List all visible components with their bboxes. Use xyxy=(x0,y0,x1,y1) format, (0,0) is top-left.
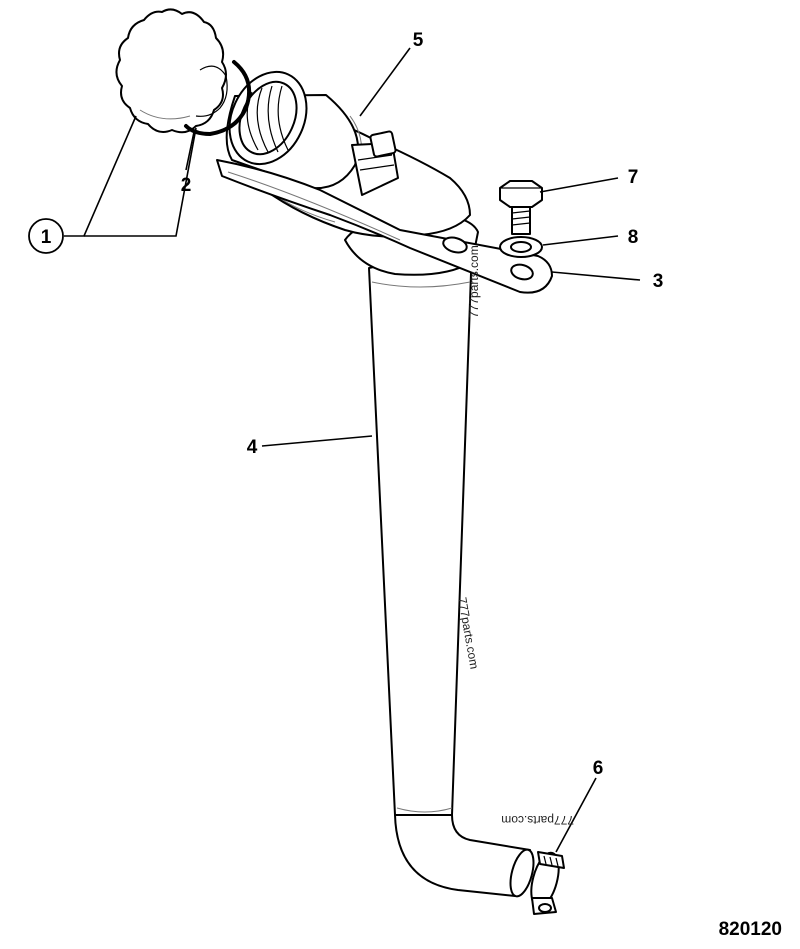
watermark-bottom: 777parts.com xyxy=(501,813,574,827)
leader-1b xyxy=(84,127,197,237)
filler-cap xyxy=(115,8,228,134)
callout-8: 8 xyxy=(628,227,639,248)
neck-clamp xyxy=(351,130,399,196)
washer xyxy=(499,236,543,258)
figure-number: 820120 xyxy=(719,919,782,940)
callout-7: 7 xyxy=(628,167,639,188)
callout-6: 6 xyxy=(593,758,604,779)
callout-2: 2 xyxy=(181,175,192,196)
bolt xyxy=(499,180,543,235)
callout-1: 1 xyxy=(41,227,52,248)
callout-circle-1 xyxy=(28,218,64,254)
leader-2 xyxy=(185,131,195,171)
leader-8 xyxy=(542,235,619,246)
leader-lines xyxy=(64,47,641,853)
leader-5 xyxy=(359,47,411,117)
leader-6 xyxy=(555,777,597,853)
callout-5: 5 xyxy=(413,30,424,51)
leader-7 xyxy=(539,177,619,193)
mounting-bracket xyxy=(216,159,553,294)
leader-3 xyxy=(551,271,641,281)
leader-4 xyxy=(261,435,373,447)
hose-clamp xyxy=(530,851,565,915)
leader-1a xyxy=(64,115,137,237)
watermark-top: 777parts.com xyxy=(467,245,481,318)
callout-3: 3 xyxy=(653,271,664,292)
filler-tube xyxy=(344,213,535,898)
callout-4: 4 xyxy=(247,437,258,458)
